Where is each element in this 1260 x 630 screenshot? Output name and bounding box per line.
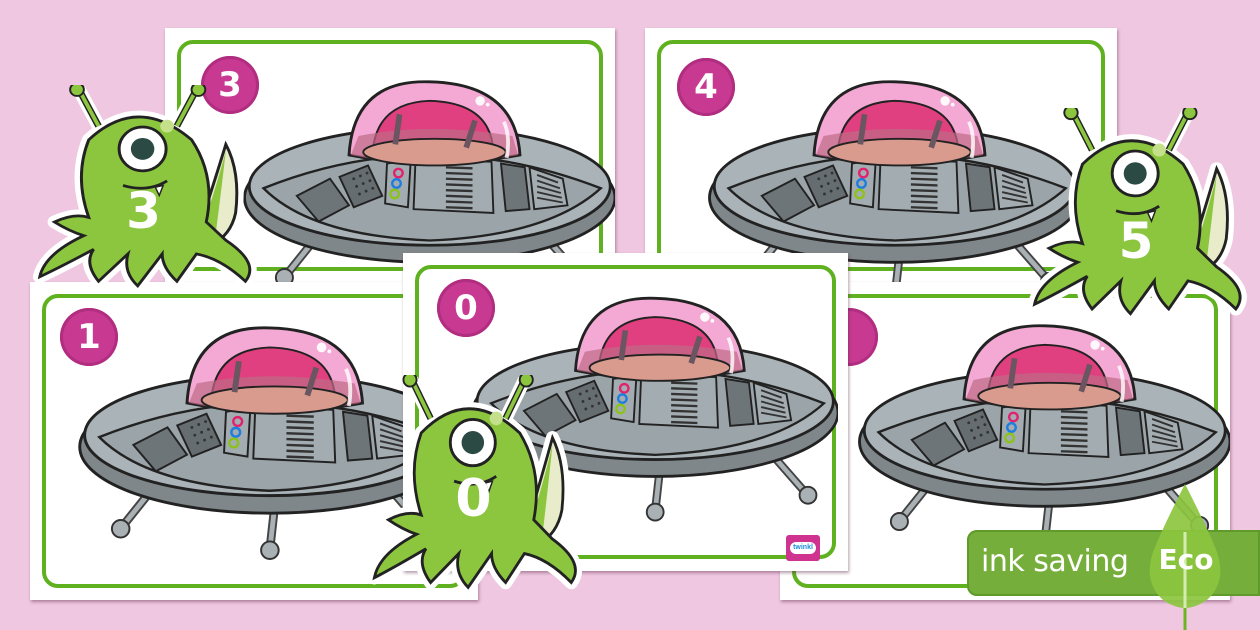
twinkl-logo: twinkl bbox=[786, 535, 820, 561]
number-card-3: 3 bbox=[165, 28, 615, 283]
number-badge: 0 bbox=[437, 279, 495, 337]
alien-character-0: 0 bbox=[365, 375, 590, 597]
number-badge: 3 bbox=[201, 56, 259, 114]
alien-character-3: 3 bbox=[30, 85, 265, 295]
number-badge: 1 bbox=[60, 308, 118, 366]
alien-number: 5 bbox=[1118, 212, 1154, 270]
twinkl-logo-text: twinkl bbox=[790, 542, 816, 554]
alien-character-5: 5 bbox=[1025, 108, 1255, 323]
eco-label: Eco bbox=[1158, 543, 1214, 576]
alien-number: 3 bbox=[126, 182, 161, 240]
ink-saving-text: ink saving bbox=[981, 544, 1129, 579]
alien-number: 0 bbox=[455, 469, 492, 529]
leaf-icon bbox=[1145, 482, 1225, 630]
number-badge: 4 bbox=[677, 58, 735, 116]
